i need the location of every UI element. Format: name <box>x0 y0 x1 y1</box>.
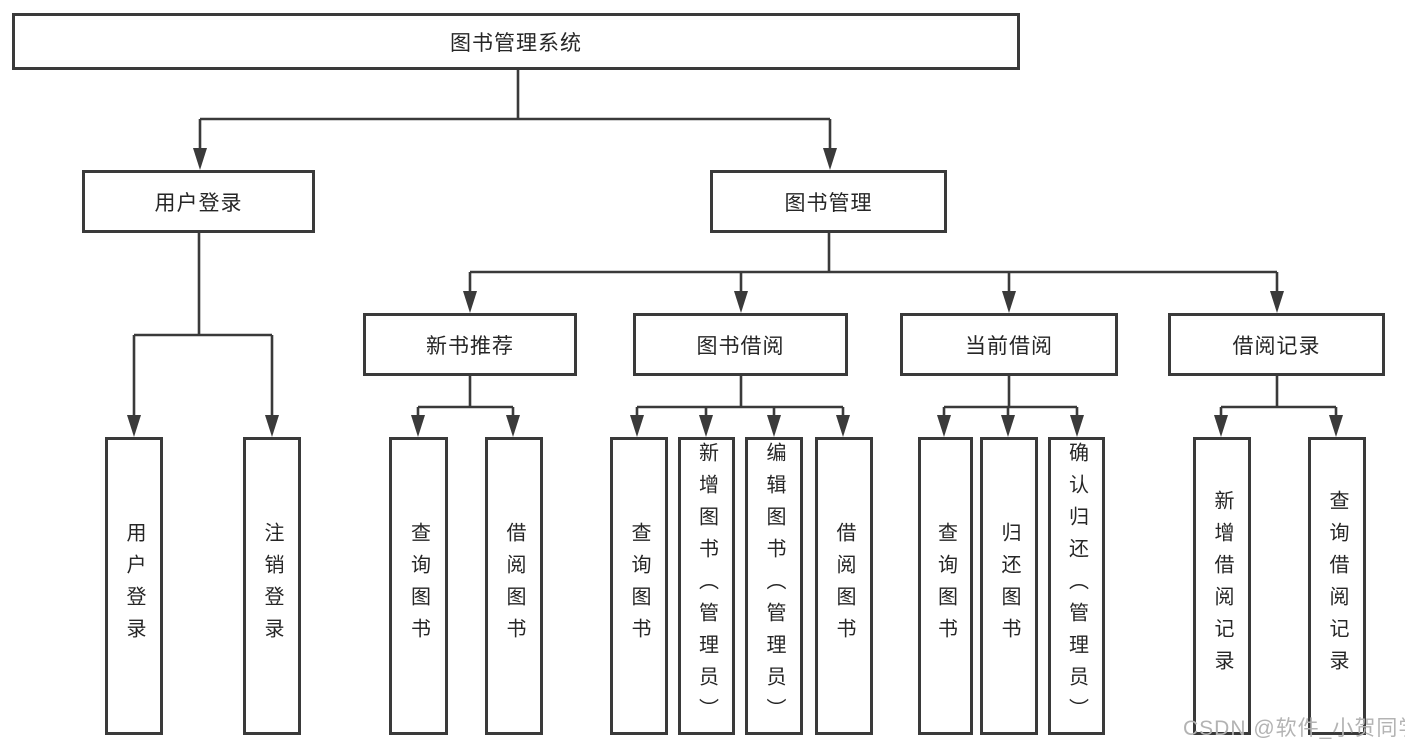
node-current-borrowing: 当前借阅 <box>900 313 1118 376</box>
leaf-borrow-books-label: 借阅图书 <box>833 522 855 650</box>
node-new-book-recommend-label: 新书推荐 <box>426 334 514 358</box>
node-root: 图书管理系统 <box>12 13 1020 70</box>
leaf-user-login: 用户登录 <box>105 437 163 735</box>
arrow-down-icon <box>823 148 837 170</box>
leaf-borrow-query-books-label: 查询图书 <box>628 522 650 650</box>
leaf-edit-books-admin-label: 编辑图书（管理员） <box>763 442 785 730</box>
arrow-down-icon <box>127 415 141 437</box>
arrow-down-icon <box>1070 415 1084 437</box>
arrow-down-icon <box>506 415 520 437</box>
leaf-add-borrow-record: 新增借阅记录 <box>1193 437 1251 735</box>
arrow-down-icon <box>836 415 850 437</box>
arrow-down-icon <box>734 291 748 313</box>
leaf-query-borrow-record: 查询借阅记录 <box>1308 437 1366 735</box>
arrow-down-icon <box>1214 415 1228 437</box>
leaf-edit-books-admin: 编辑图书（管理员） <box>745 437 803 735</box>
arrow-down-icon <box>699 415 713 437</box>
leaf-recommend-borrow-books: 借阅图书 <box>485 437 543 735</box>
leaf-borrow-query-books: 查询图书 <box>610 437 668 735</box>
leaf-recommend-query-books-label: 查询图书 <box>407 522 430 650</box>
leaf-query-borrow-record-label: 查询借阅记录 <box>1326 490 1348 682</box>
arrow-down-icon <box>193 148 207 170</box>
node-borrowing-records: 借阅记录 <box>1168 313 1385 376</box>
leaf-current-query-books: 查询图书 <box>918 437 973 735</box>
leaf-recommend-query-books: 查询图书 <box>389 437 448 735</box>
arrow-down-icon <box>1002 291 1016 313</box>
node-book-borrowing: 图书借阅 <box>633 313 848 376</box>
leaf-confirm-return-admin-label: 确认归还（管理员） <box>1065 442 1088 730</box>
leaf-logout: 注销登录 <box>243 437 301 735</box>
arrow-down-icon <box>767 415 781 437</box>
node-book-management: 图书管理 <box>710 170 947 233</box>
arrow-down-icon <box>1001 415 1015 437</box>
leaf-add-books-admin-label: 新增图书（管理员） <box>695 442 718 730</box>
node-book-borrowing-label: 图书借阅 <box>696 334 785 358</box>
node-current-borrowing-label: 当前借阅 <box>965 334 1053 358</box>
node-user-login: 用户登录 <box>82 170 315 233</box>
leaf-return-books-label: 归还图书 <box>998 522 1020 650</box>
arrow-down-icon <box>411 415 425 437</box>
leaf-borrow-books: 借阅图书 <box>815 437 873 735</box>
leaf-recommend-borrow-books-label: 借阅图书 <box>503 522 525 650</box>
arrow-down-icon <box>463 291 477 313</box>
leaf-add-books-admin: 新增图书（管理员） <box>678 437 735 735</box>
arrow-down-icon <box>265 415 279 437</box>
arrow-down-icon <box>1329 415 1343 437</box>
arrowheads <box>127 148 1343 437</box>
arrow-down-icon <box>630 415 644 437</box>
node-root-label: 图书管理系统 <box>450 31 582 55</box>
leaf-current-query-books-label: 查询图书 <box>934 522 957 650</box>
arrow-down-icon <box>1270 291 1284 313</box>
leaf-add-borrow-record-label: 新增借阅记录 <box>1211 490 1233 682</box>
node-user-login-label: 用户登录 <box>154 191 243 215</box>
csdn-watermark: CSDN @软件_小贺同学 <box>1183 717 1405 740</box>
arrow-down-icon <box>937 415 951 437</box>
leaf-return-books: 归还图书 <box>980 437 1038 735</box>
node-new-book-recommend: 新书推荐 <box>363 313 577 376</box>
leaf-confirm-return-admin: 确认归还（管理员） <box>1048 437 1105 735</box>
leaf-user-login-label: 用户登录 <box>123 522 145 650</box>
leaf-logout-label: 注销登录 <box>261 522 283 650</box>
node-borrowing-records-label: 借阅记录 <box>1232 334 1321 358</box>
node-book-management-label: 图书管理 <box>784 191 873 215</box>
